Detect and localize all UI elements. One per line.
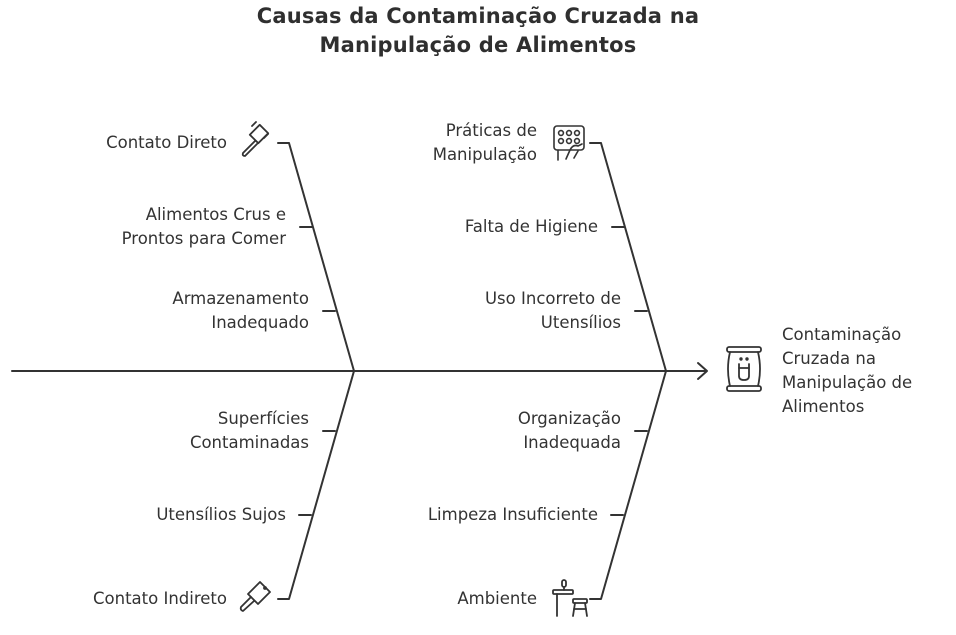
table-stool-icon xyxy=(550,578,594,624)
bone-contato-direto xyxy=(277,142,355,372)
cause-alimentos-crus: Alimentos Crus e Prontos para Comer xyxy=(121,205,286,248)
title-line-2: Manipulação de Alimentos xyxy=(319,33,637,57)
bone-contato-indireto xyxy=(277,370,355,600)
category-contato-indireto: Contato Indireto xyxy=(93,589,227,608)
cause-armazenamento: Armazenamento Inadequado xyxy=(172,289,309,332)
cleaver-knife-icon xyxy=(238,580,278,620)
category-contato-direto: Contato Direto xyxy=(106,133,227,152)
meat-mallet-icon xyxy=(238,121,278,165)
title-line-1: Causas da Contaminação Cruzada na xyxy=(256,4,700,28)
food-package-icon xyxy=(724,345,764,399)
category-ambiente: Ambiente xyxy=(457,589,537,608)
cause-limpeza: Limpeza Insuficiente xyxy=(427,505,598,524)
category-praticas-manipulacao: Práticas de Manipulação xyxy=(432,121,537,164)
bone-praticas xyxy=(589,142,667,372)
cause-falta-higiene: Falta de Higiene xyxy=(464,217,598,236)
cause-superficies: Superfícies Contaminadas xyxy=(189,409,309,452)
diagram-title: Causas da Contaminação Cruzada na Manipu… xyxy=(0,2,956,60)
cause-uso-incorreto: Uso Incorreto de Utensílios xyxy=(484,289,621,332)
spine-arrowhead xyxy=(697,362,708,380)
hand-keypad-icon xyxy=(552,124,588,168)
cause-utensilios-sujos: Utensílios Sujos xyxy=(156,505,286,524)
bone-ambiente xyxy=(589,370,667,600)
effect-label: Contaminação Cruzada na Manipulação de A… xyxy=(782,325,913,416)
cause-organizacao: Organização Inadequada xyxy=(517,409,621,452)
